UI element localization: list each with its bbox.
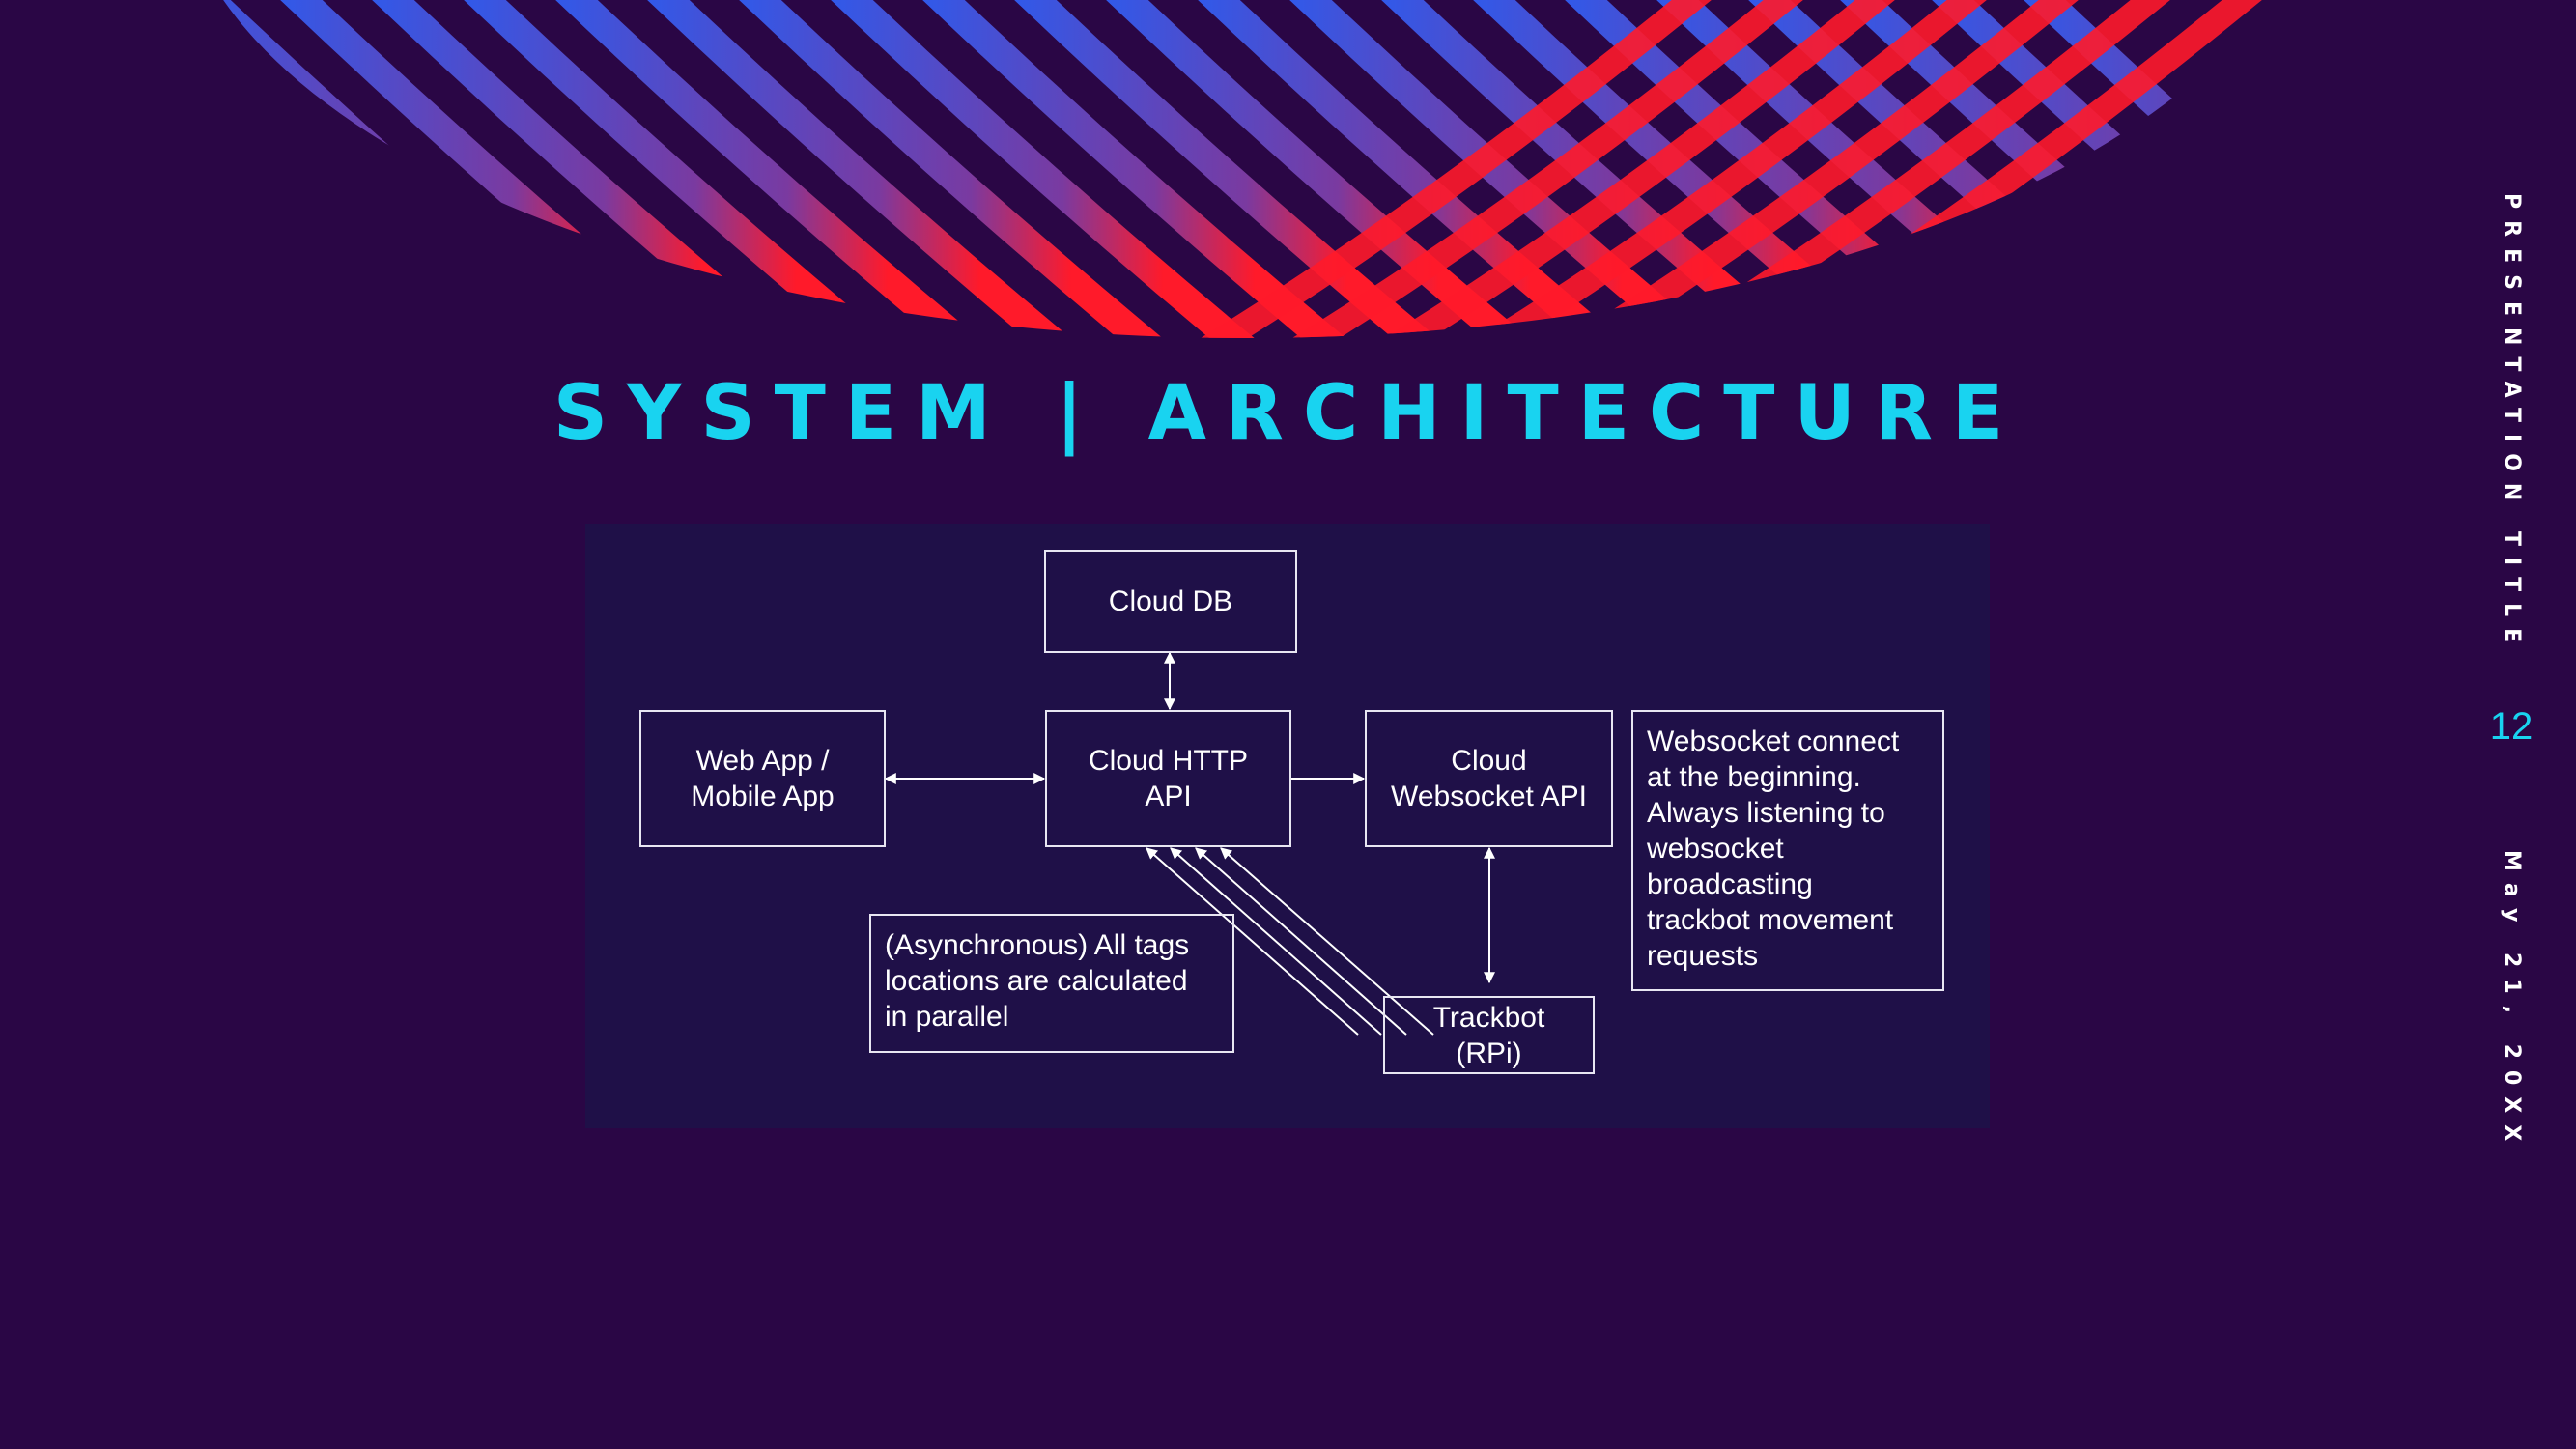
node-trackbot: Trackbot (RPi) (1383, 996, 1595, 1074)
sphere-stripe (1168, 0, 1690, 338)
sphere-stripe (1443, 0, 1966, 338)
sphere-stripe (1718, 0, 2241, 338)
sphere-stripe-cross (1288, 0, 1931, 338)
sphere-stripe-cross (1104, 0, 1747, 338)
edge-trackbot-http-4 (1220, 847, 1434, 1036)
edge-trackbot-http-1 (1146, 847, 1359, 1036)
edge-trackbot-http-2 (1170, 847, 1382, 1036)
side-presentation-title: PRESENTATION TITLE (2500, 193, 2524, 655)
slide-title: SYSTEM | ARCHITECTURE (552, 370, 2024, 457)
sphere-stripe (801, 0, 1323, 338)
sphere-stripe-cross (1563, 0, 2206, 338)
note-async: (Asynchronous) All tags locations are ca… (869, 914, 1234, 1053)
node-web-app: Web App / Mobile App (639, 710, 886, 847)
node-cloud-db: Cloud DB (1044, 550, 1297, 653)
sphere-stripe (1627, 0, 2149, 338)
sphere-stripe (434, 0, 956, 338)
note-websocket: Websocket connect at the beginning. Alwa… (1631, 710, 1944, 991)
sphere-stripe (1351, 0, 1874, 338)
diagram-panel (585, 524, 1990, 1128)
sphere-stripe (1076, 0, 1599, 338)
sphere-stripe (1260, 0, 1782, 338)
edge-trackbot-http-3 (1195, 847, 1407, 1036)
node-cloud-http-api: Cloud HTTP API (1045, 710, 1291, 847)
sphere-stripe (342, 0, 864, 338)
sphere-stripe-cross (1379, 0, 2023, 338)
sphere-stripe (984, 0, 1507, 338)
sphere-stripe-cross (1471, 0, 2114, 338)
page-number: 12 (2489, 705, 2534, 748)
side-date: May 21, 20XX (2500, 850, 2524, 1153)
sphere-stripe-cross (1655, 0, 2298, 338)
sphere-stripe (892, 0, 1415, 338)
node-cloud-websocket-api: Cloud Websocket API (1365, 710, 1613, 847)
sphere-stripe (250, 0, 773, 338)
sphere-stripe (617, 0, 1140, 338)
sphere-stripe (1535, 0, 2057, 338)
sphere-stripe-cross (1196, 0, 1839, 338)
sphere-stripe (525, 0, 1048, 338)
sphere-stripe (709, 0, 1231, 338)
